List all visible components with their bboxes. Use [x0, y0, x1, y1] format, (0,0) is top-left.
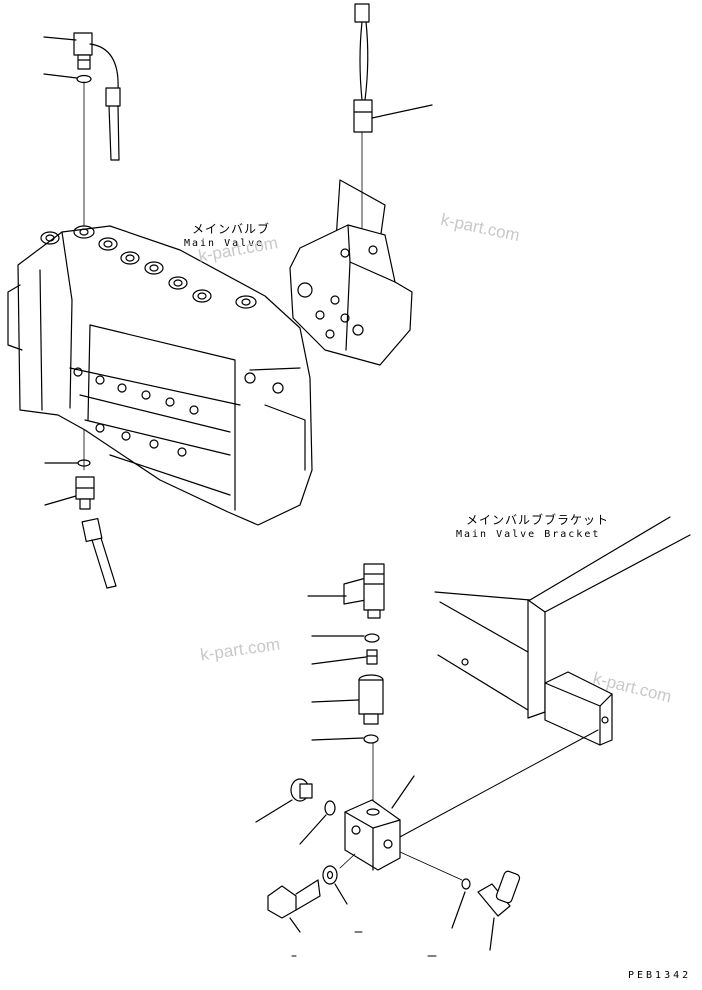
- hose-top-left: [105, 87, 121, 161]
- o-ring-side: [324, 800, 336, 816]
- bolt: [267, 879, 321, 933]
- bracket-label-en: Main Valve Bracket: [456, 529, 601, 540]
- pressure-sensor: [353, 3, 433, 133]
- leader-washer: [334, 883, 348, 905]
- o-ring-r2: [364, 633, 380, 643]
- main-valve-body: [7, 225, 313, 526]
- side-plug: [255, 778, 313, 823]
- hose-lower-left: [81, 517, 117, 589]
- elbow-fitting-bottom: [477, 870, 521, 951]
- side-bolts: [73, 367, 284, 457]
- o-ring-elbow: [461, 878, 471, 890]
- main-valve-label-en: Main Valve: [184, 238, 265, 249]
- bracket-label-jp: メインバルブブラケット: [466, 513, 610, 527]
- leader-r3: [311, 656, 367, 665]
- orifice-plug: [366, 649, 378, 665]
- leader-r4: [311, 699, 359, 703]
- o-ring-r5: [363, 734, 379, 744]
- adapter-fitting: [358, 674, 384, 725]
- leader-r5: [311, 737, 364, 741]
- connector-lower-left: [75, 476, 95, 510]
- spool-caps: [40, 225, 257, 309]
- figure-code: PEB1342: [628, 970, 692, 981]
- elbow-fitting-top: [343, 563, 385, 619]
- mounting-block: [344, 775, 415, 871]
- washer: [322, 865, 338, 885]
- leader-side-oring: [299, 814, 327, 845]
- leader-top-2: [43, 73, 78, 79]
- main-valve-label-jp: メインバルブ: [192, 222, 271, 236]
- leader-lower-2: [44, 495, 77, 506]
- main-valve-bracket: [397, 516, 691, 839]
- connector-top-left: [73, 32, 119, 91]
- leader-top-1: [43, 36, 77, 41]
- leader-o-ring-elbow: [451, 891, 466, 929]
- valve-section: [289, 179, 413, 366]
- o-ring-top-left: [76, 74, 92, 84]
